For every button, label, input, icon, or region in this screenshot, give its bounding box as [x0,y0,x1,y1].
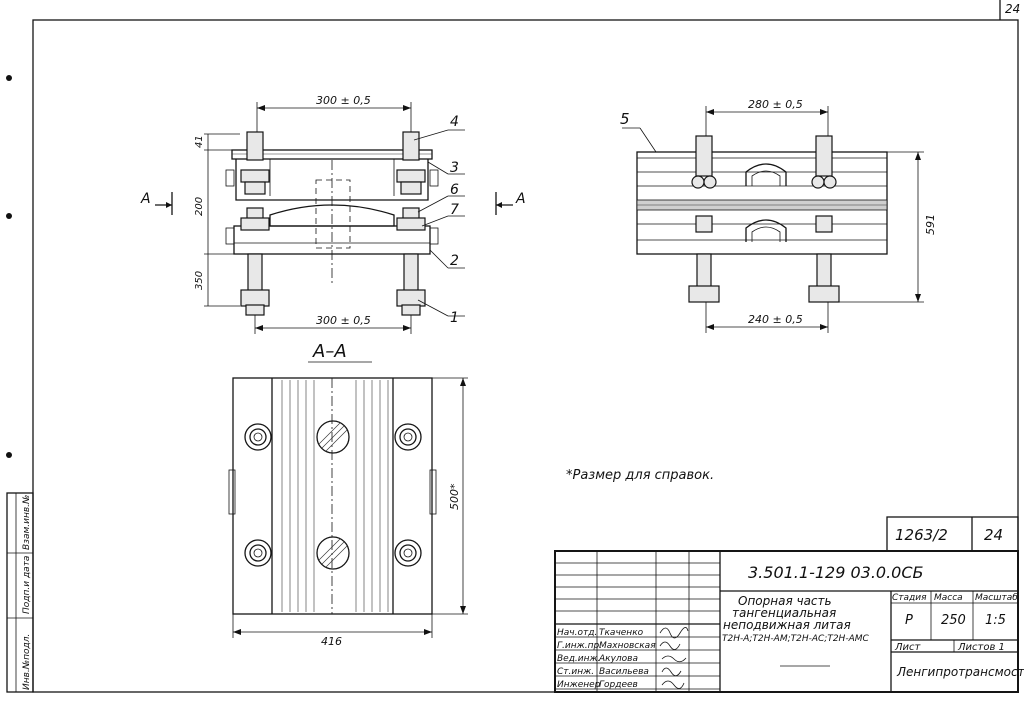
sign-role: Вед.инж. [557,654,601,664]
sign-name: Акулова [598,654,638,664]
dim-350: 350 [194,271,205,290]
callout-7: 7 [450,202,459,218]
value-stage: Р [905,613,913,628]
title-block: 1263/2 24 Нач.отд. Ткаченко [554,516,1024,693]
section-marker-right: A [515,191,526,207]
strip-label-vzam-inv: Взам.инв.№ [22,495,32,550]
binder-hole [6,452,12,458]
signature-row: Ст.инж. Васильева [557,667,682,677]
binder-hole [6,213,12,219]
dim-bottom-240: 240 ± 0,5 [748,313,803,326]
sheet-no-box-page: 24 [984,526,1003,544]
signature-row: Г.инж.пр. Махновская [557,641,681,651]
callout-6: 6 [450,182,459,198]
drawing-name-line3: неподвижная литая [723,618,851,632]
binder-hole [6,75,12,81]
header-mass: Масса [934,593,963,603]
section-view-a-a: А–А [228,341,468,648]
label-sheets: Листов 1 [957,642,1005,653]
side-view-right: 280 ± 0,5 5 591 [620,98,937,333]
sign-role: Нач.отд. [557,628,597,638]
header-stage: Стадия [892,593,927,603]
left-margin-strip: Инв.№подл. Подп.и дата Взам.инв.№ [6,492,34,693]
sign-name: Васильева [599,667,649,677]
sign-name: Махновская [599,641,656,651]
value-scale: 1:5 [985,613,1006,628]
dim-41: 41 [194,135,205,148]
sign-role: Ст.инж. [557,667,594,677]
sign-role: Инженер [557,680,601,690]
section-marker-left: A [140,191,151,207]
dim-500: 500* [448,483,461,510]
sheet-no-box: 1263/2 [895,526,948,544]
label-sheet: Лист [894,642,922,653]
strip-label-inv-podl: Инв.№подл. [22,634,32,690]
callout-3: 3 [450,160,459,176]
section-title: А–А [312,341,347,362]
callout-4: 4 [450,114,459,130]
front-view-left: 300 ± 0,5 [140,94,526,334]
header-scale: Масштаб [975,593,1018,603]
dim-591: 591 [924,214,937,235]
drawing-name-line4: Т2Н-А;Т2Н-АМ;Т2Н-АС;Т2Н-АМС [722,634,869,644]
drawing-name-line1: Опорная часть [738,594,832,608]
signature-row: Нач.отд. Ткаченко [557,627,689,639]
callout-2: 2 [450,253,459,269]
dim-200: 200 [194,197,205,216]
sheet-frame [32,19,1019,693]
dim-top-300: 300 ± 0,5 [316,94,371,107]
callout-5: 5 [620,110,630,128]
dim-416: 416 [321,635,342,648]
page-number: 24 [1005,2,1020,16]
sign-name: Гордеев [599,680,638,690]
organization: Ленгипротрансмост [896,665,1024,679]
signature-row: Инженер Гордеев [557,680,685,690]
sign-role: Г.инж.пр. [557,641,602,651]
strip-label-podp-data: Подп.и дата [22,556,32,614]
value-mass: 250 [941,613,966,628]
dim-top-280: 280 ± 0,5 [748,98,803,111]
drawing-name-line2: тангенциальная [732,606,836,620]
callout-1: 1 [450,310,459,326]
dim-bottom-300: 300 ± 0,5 [316,314,371,327]
signature-row: Вед.инж. Акулова [557,654,687,664]
reference-note: *Размер для справок. [566,468,714,483]
sign-name: Ткаченко [599,628,644,638]
drawing-designation: 3.501.1-129 03.0.0СБ [748,563,924,582]
